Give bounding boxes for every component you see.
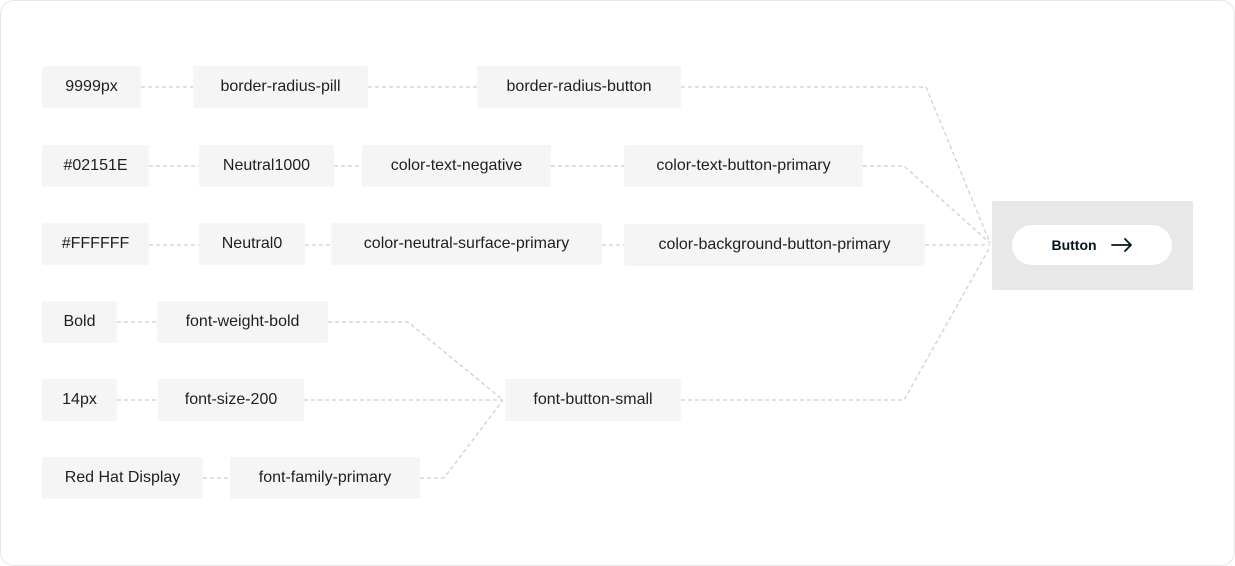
token-font-family-primary: font-family-primary xyxy=(230,457,420,499)
token-neutral1000: Neutral1000 xyxy=(199,145,334,187)
token-color-text-negative: color-text-negative xyxy=(362,145,551,187)
connector-line xyxy=(681,86,991,244)
preview-button[interactable]: Button xyxy=(1012,225,1172,265)
connector-line xyxy=(420,399,504,479)
arrow-right-icon xyxy=(1110,238,1132,252)
preview-button-label: Button xyxy=(1051,237,1097,253)
token-font-weight-bold: font-weight-bold xyxy=(157,301,328,343)
token-radius-value: 9999px xyxy=(42,66,141,108)
token-font-size-value: 14px xyxy=(42,379,117,421)
token-font-button-small: font-button-small xyxy=(505,379,681,421)
token-background-value: #FFFFFF xyxy=(42,223,149,265)
token-color-neutral-surface-primary: color-neutral-surface-primary xyxy=(331,223,602,265)
token-border-radius-pill: border-radius-pill xyxy=(193,66,368,108)
token-font-weight-value: Bold xyxy=(42,301,117,343)
token-color-text-button-primary: color-text-button-primary xyxy=(624,145,863,187)
button-preview-panel: Button xyxy=(992,201,1193,290)
connector-line xyxy=(328,321,504,401)
token-font-size-200: font-size-200 xyxy=(158,379,304,421)
token-neutral0: Neutral0 xyxy=(199,223,305,265)
token-color-background-button-primary: color-background-button-primary xyxy=(624,224,925,266)
connector-line xyxy=(681,246,991,401)
token-font-family-value: Red Hat Display xyxy=(42,457,203,499)
token-text-color-value: #02151E xyxy=(42,145,149,187)
token-border-radius-button: border-radius-button xyxy=(477,66,681,108)
